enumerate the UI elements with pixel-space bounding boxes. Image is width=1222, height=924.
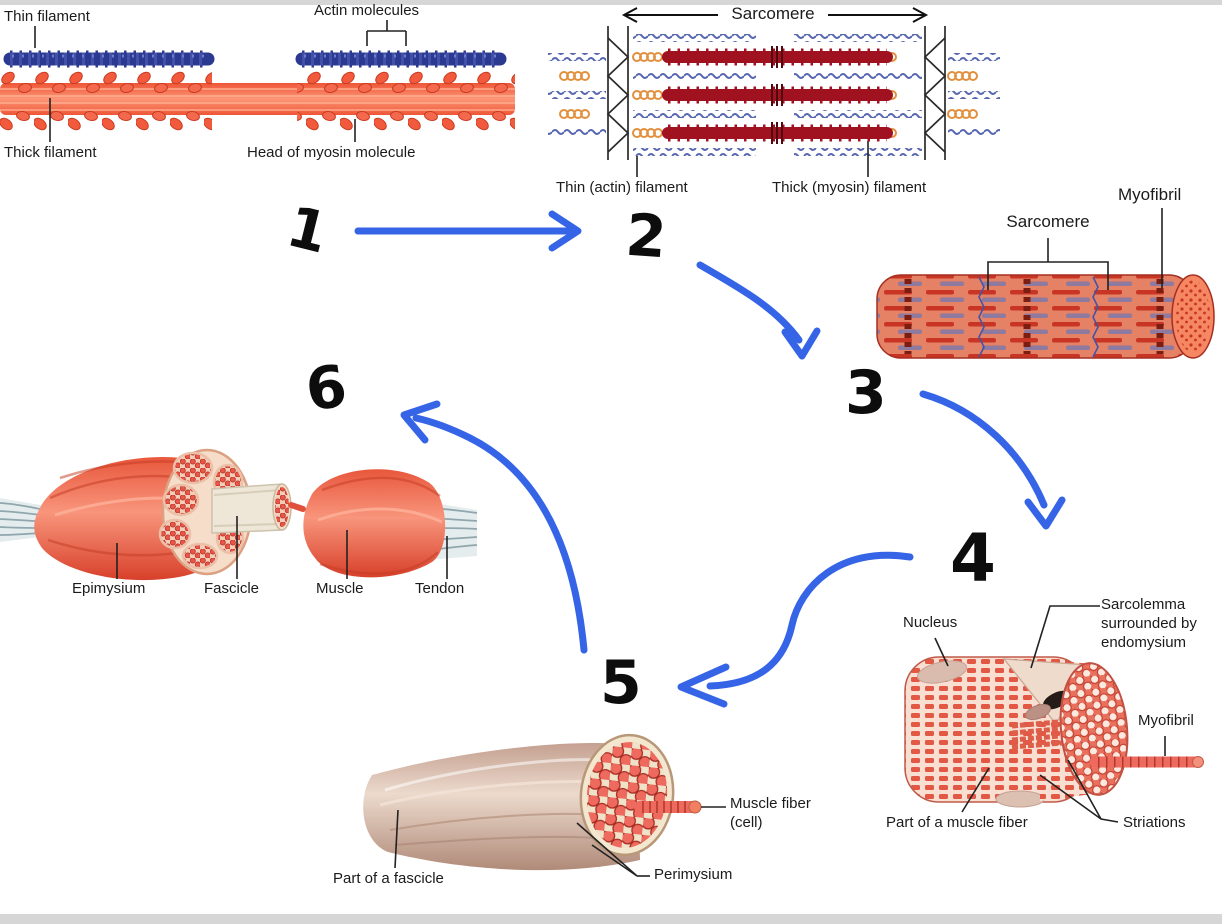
top-border (0, 0, 1222, 5)
flow-arrows (354, 210, 1066, 708)
muscle-diagram (0, 448, 478, 581)
arrow-3-to-4 (919, 390, 1048, 509)
m-lines (771, 46, 783, 144)
fascicle-label: Fascicle (204, 580, 260, 597)
sarcomere-title: Sarcomere (731, 4, 815, 23)
head-of-myosin-label: Head of myosin molecule (247, 144, 416, 161)
actin-molecules-label: Actin molecules (314, 2, 420, 19)
thin-actin-filaments (548, 34, 1000, 156)
thin-actin-filament-label: Thin (actin) filament (556, 179, 688, 196)
bottom-border (0, 914, 1222, 924)
tendon-label: Tendon (415, 580, 465, 597)
myofibril-sarcomere-label: Sarcomere (1006, 212, 1090, 231)
step-number-5: 5 (600, 648, 642, 718)
epimysium-label: Epimysium (72, 580, 146, 597)
muscle-fiber-diagram (904, 656, 1204, 808)
muscle-fiber-cell-label: Muscle fiber (cell) (730, 795, 811, 831)
myofibril-label: Myofibril (1118, 185, 1182, 204)
part-of-fascicle-label: Part of a fascicle (333, 870, 444, 887)
sarcolemma-label: Sarcolemma surrounded by endomysium (1101, 596, 1197, 651)
thick-myosin-filament-label: Thick (myosin) filament (772, 179, 927, 196)
fascicle-diagram (363, 733, 702, 871)
step-number-3: 3 (845, 358, 887, 428)
arrow-5-to-6 (412, 414, 588, 654)
label-lines (34, 20, 1166, 877)
part-of-muscle-fiber-label: Part of a muscle fiber (886, 814, 1028, 831)
step-number-2: 2 (623, 200, 669, 272)
thick-filament-label: Thick filament (4, 144, 97, 161)
striations-label: Striations (1123, 814, 1186, 831)
sarcomere-diagram (548, 7, 1000, 160)
muscle-label: Muscle (316, 580, 364, 597)
thin-filament-label: Thin filament (4, 8, 90, 25)
fiber-myofibril-label: Myofibril (1138, 712, 1194, 729)
nucleus-label: Nucleus (903, 614, 958, 631)
myofibril-diagram (876, 274, 1215, 359)
step-number-4: 4 (950, 520, 996, 597)
filament-diagram (0, 50, 515, 134)
stacked-myofibrils (1011, 719, 1063, 750)
arrow-4-to-5 (706, 551, 914, 690)
arrow-2-to-3 (696, 261, 803, 344)
perimysium-label: Perimysium (654, 866, 733, 883)
